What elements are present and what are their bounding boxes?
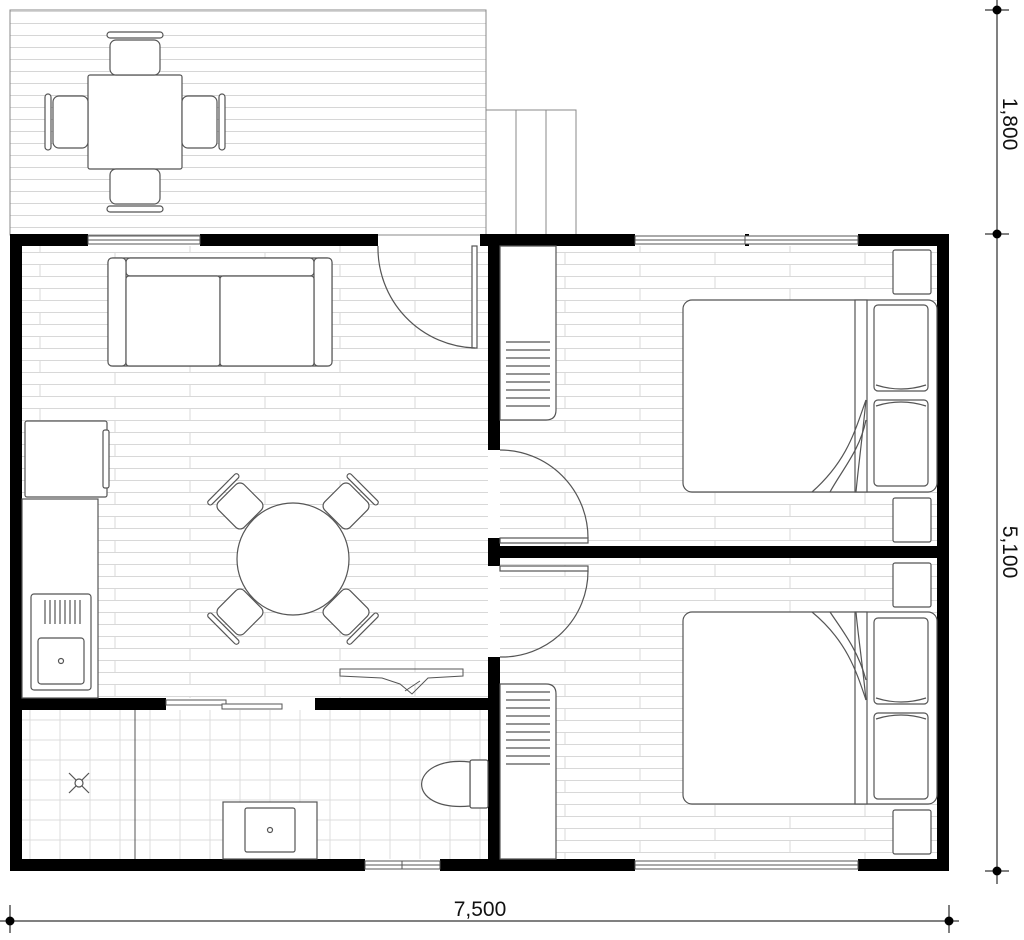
windows <box>87 235 859 870</box>
dimension-label-width: 7,500 <box>454 898 507 921</box>
walls <box>10 234 949 871</box>
bedroom-2-nightstands <box>892 562 932 855</box>
sofa <box>107 257 333 367</box>
bedroom-1-wardrobe <box>499 245 557 421</box>
entry-door <box>377 245 478 349</box>
shower-drain-icon <box>68 772 90 794</box>
dining-set <box>207 473 379 645</box>
dimension-line-right <box>985 0 1009 884</box>
entry-steps <box>485 109 577 236</box>
kitchen-sink <box>30 593 92 691</box>
fridge <box>24 420 110 498</box>
bedroom-2-door <box>499 565 589 658</box>
bedroom-1-nightstands <box>892 249 932 543</box>
dimension-label-terrace-depth: 1,800 <box>998 98 1021 151</box>
dimension-line-bottom <box>0 905 959 933</box>
bathroom-sliding-door <box>165 699 283 710</box>
toilet <box>421 759 489 809</box>
dining-table <box>236 502 350 616</box>
bathroom-vanity <box>222 801 318 860</box>
bedroom-1-bed <box>682 299 938 493</box>
outdoor-table <box>87 74 183 170</box>
bedroom-2-bed <box>682 611 938 805</box>
shoe-rack <box>339 668 464 695</box>
dimension-label-house-depth: 5,100 <box>998 526 1021 579</box>
bedroom-1-door <box>499 449 589 544</box>
bedroom-2-wardrobe <box>499 683 557 860</box>
outdoor-dining-set <box>44 31 226 213</box>
